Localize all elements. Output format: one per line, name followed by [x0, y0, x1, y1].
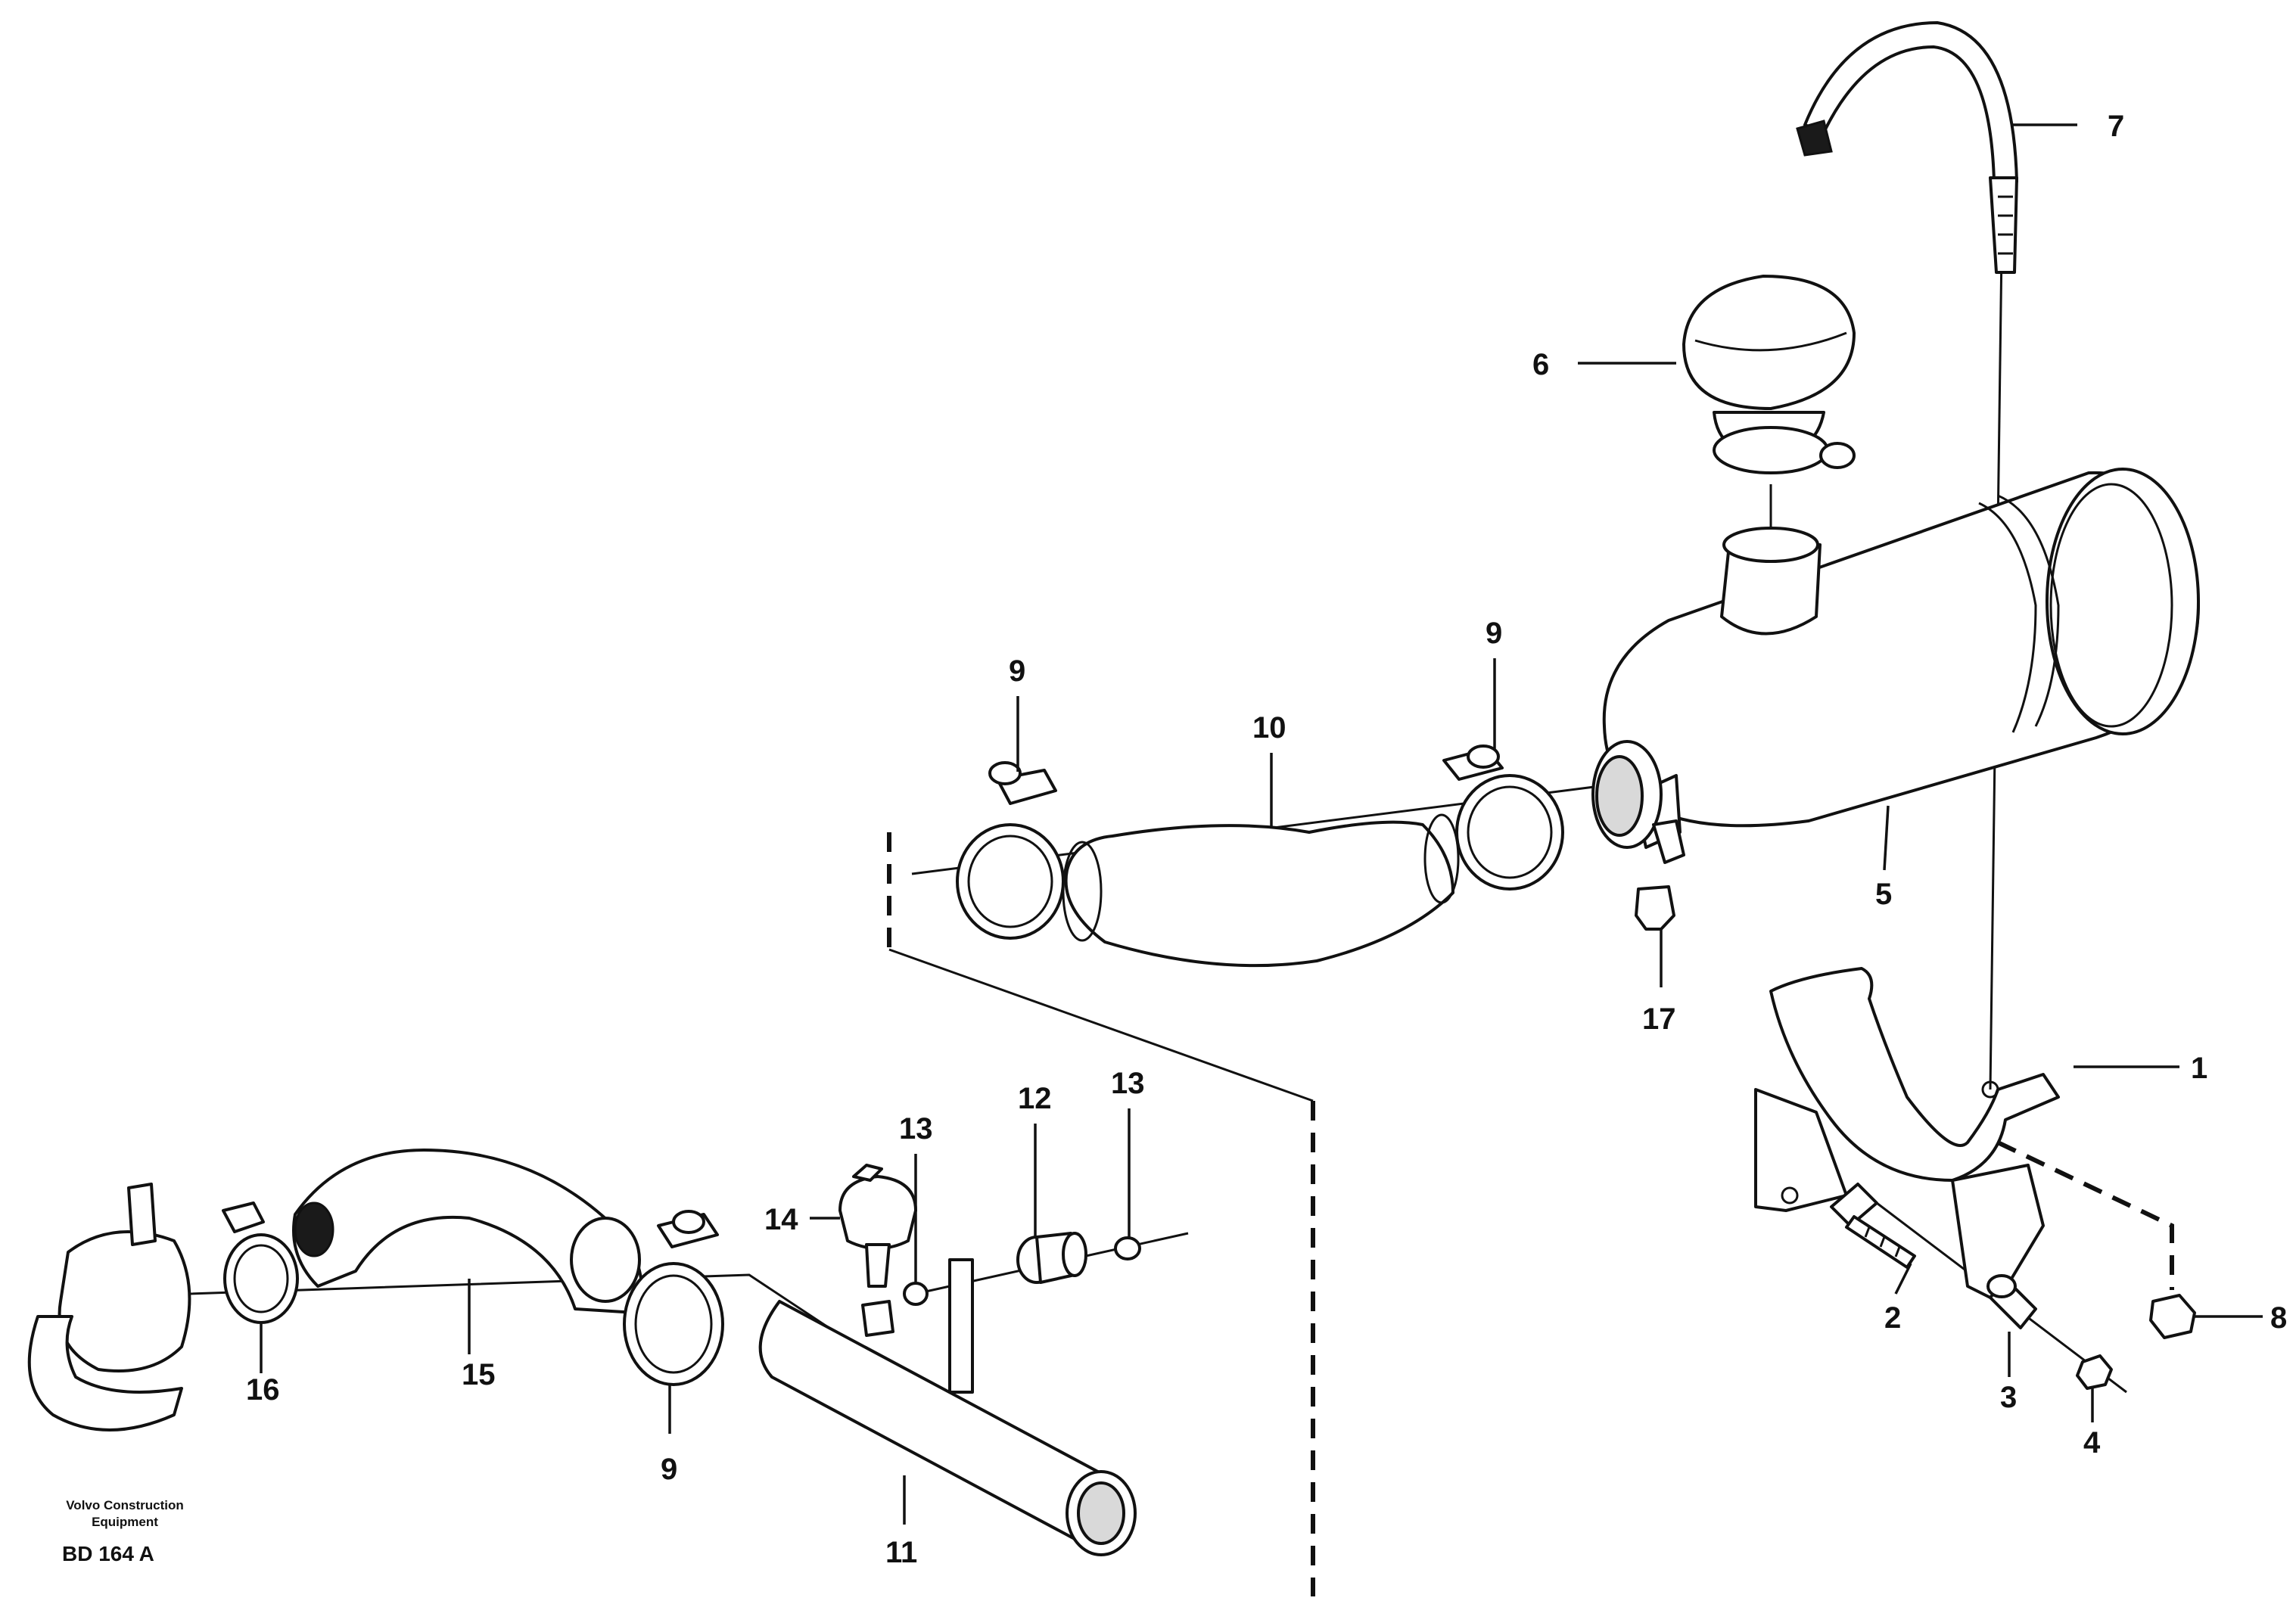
- hose-clamp-upper-left: [956, 761, 1065, 940]
- nut-large: [2149, 1294, 2196, 1339]
- rubber-plug: [1016, 1232, 1087, 1284]
- manufacturer-line-1: Volvo Construction: [66, 1498, 184, 1512]
- callout-14: 14: [764, 1203, 798, 1236]
- callout-8: 8: [2270, 1301, 2287, 1335]
- callout-16: 16: [246, 1373, 280, 1407]
- air-cleaner-housing: [1591, 468, 2200, 864]
- callout-10: 10: [1252, 711, 1286, 744]
- callout-5: 5: [1875, 878, 1892, 911]
- callout-3: 3: [2000, 1381, 2017, 1414]
- callout-2: 2: [1884, 1301, 1901, 1335]
- callout-11: 11: [885, 1536, 917, 1569]
- callout-6: 6: [1532, 348, 1549, 381]
- callout-9c: 9: [661, 1453, 677, 1486]
- callout-17: 17: [1642, 1003, 1676, 1036]
- nut-small: [2076, 1354, 2113, 1390]
- hose-clamp-upper-right: [1442, 744, 1564, 891]
- callout-9b: 9: [1486, 617, 1502, 650]
- turbocharger-inlet: [27, 1183, 191, 1431]
- callout-13a: 13: [899, 1112, 933, 1145]
- spacer-sleeve: [1986, 1274, 2037, 1329]
- washer-nut-right: [1114, 1236, 1141, 1261]
- hanger-strap: [1796, 21, 2018, 274]
- callout-15: 15: [462, 1358, 496, 1391]
- phantom-line-bracket: [1996, 1140, 2174, 1290]
- elbow-hose: [292, 1149, 643, 1314]
- leader-2: [1894, 1263, 1912, 1295]
- callout-1: 1: [2191, 1052, 2207, 1085]
- hose-upper: [1062, 813, 1460, 968]
- bolt: [1830, 1183, 1916, 1269]
- callout-9a: 9: [1009, 654, 1025, 688]
- manufacturer-line-2: Equipment: [92, 1515, 158, 1529]
- support-bracket: [1754, 967, 2060, 1303]
- pressure-sensor: [838, 1164, 917, 1337]
- hose-clamp-lower: [623, 1210, 724, 1386]
- callout-7: 7: [2108, 110, 2124, 143]
- washer-nut-left: [903, 1282, 929, 1306]
- intake-pipe: [758, 1258, 1137, 1556]
- leader-5: [1883, 805, 1890, 871]
- phantom-line-diagonal: [888, 948, 1314, 1102]
- callout-4: 4: [2083, 1426, 2101, 1459]
- pre-cleaner-cap: [1682, 275, 1856, 474]
- callout-13b: 13: [1111, 1067, 1145, 1100]
- hose-clamp-small: [222, 1201, 299, 1324]
- drawing-code: BD 164 A: [62, 1542, 154, 1565]
- drain-nut: [1635, 885, 1675, 931]
- callout-12: 12: [1018, 1082, 1052, 1115]
